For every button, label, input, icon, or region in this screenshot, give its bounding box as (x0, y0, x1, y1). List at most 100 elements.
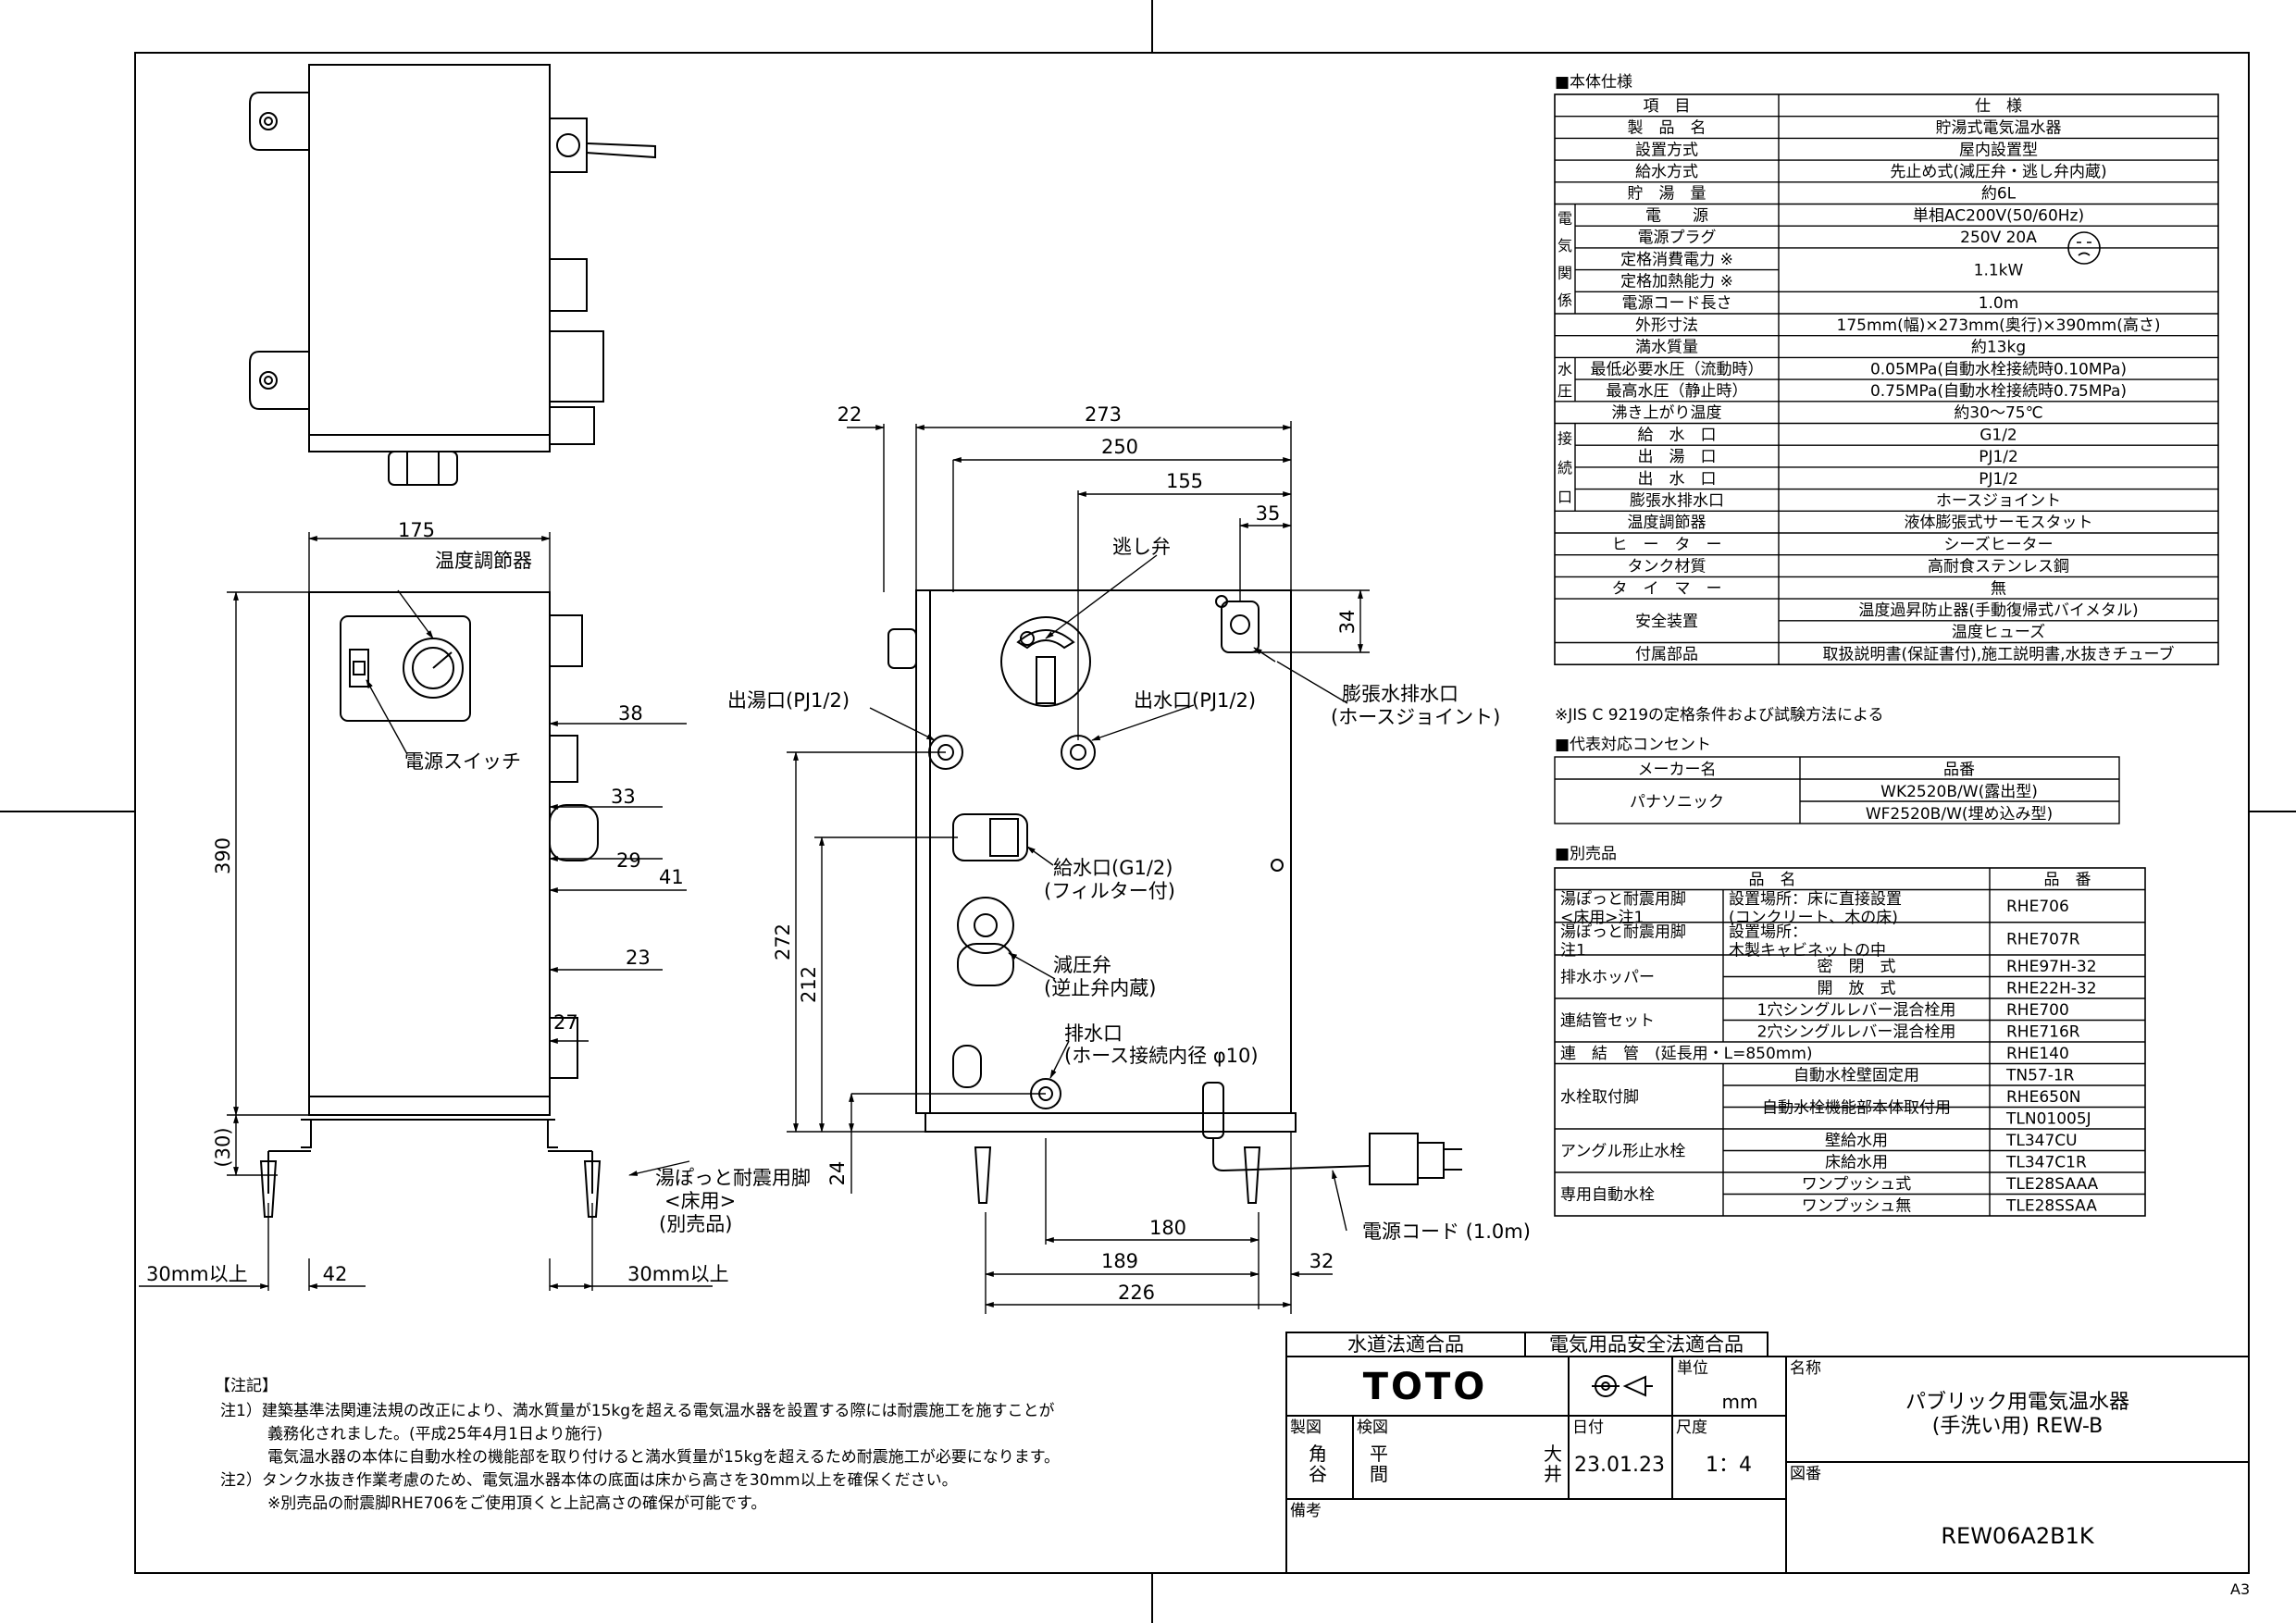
spec-row-item: 出 水 口 (1638, 470, 1717, 489)
options-row-detail: 木製キャビネットの中 (1729, 941, 1886, 960)
projection-symbol-icon (1592, 1375, 1653, 1397)
options-row-detail: ワンプッシュ式 (1802, 1175, 1912, 1194)
label-leg-1: 湯ぽっと耐震用脚 (655, 1167, 811, 1189)
outlet-table (1554, 756, 2120, 824)
scale-label: 尺度 (1676, 1419, 1707, 1437)
spec-row-value: PJ1/2 (1979, 470, 2018, 489)
label-hot-outlet: 出湯口(PJ1/2) (727, 689, 850, 712)
dim-height-390: 390 (212, 837, 234, 874)
options-row-code: RHE706 (2006, 898, 2069, 916)
check-value-1: 平 (1370, 1443, 1388, 1465)
spec-row-item: 貯 湯 量 (1628, 185, 1706, 204)
outlet-section-title: ■代表対応コンセント (1555, 736, 1711, 754)
spec-row-value: 先止め式(減圧弁・逃し弁内蔵) (1890, 163, 2106, 181)
front-view-texts: 175 390 (30) 30mm以上 42 30mm以上 38 33 29 4… (146, 519, 811, 1285)
spec-row-item: 定格加熱能力 ※ (1620, 272, 1733, 291)
spec-row-value: 約30～75℃ (1954, 404, 2042, 423)
scale-value: 1：4 (1706, 1454, 1752, 1477)
options-row-code: TLE28SAAA (2005, 1175, 2099, 1194)
unit-label: 単位 (1677, 1359, 1708, 1378)
outlet-header-maker: メーカー名 (1638, 761, 1717, 779)
spec-row-item: 沸き上がり温度 (1612, 404, 1722, 423)
spec-header-value: 仕 様 (1975, 97, 2022, 116)
options-row-code: TL347CU (2005, 1132, 2078, 1150)
side-view-dimensions (787, 421, 1370, 1314)
options-row-code: RHE140 (2006, 1045, 2069, 1063)
spec-row-value: 1.0m (1979, 294, 2019, 313)
spec-row-item: 設置方式 (1635, 141, 1698, 159)
check-value-2: 間 (1370, 1463, 1388, 1485)
brand-logo: TOTO (1363, 1366, 1488, 1408)
spec-row-value: 貯湯式電気温水器 (1936, 119, 2062, 138)
front-view (259, 591, 602, 1218)
options-row-detail: 自動水栓壁固定用 (1793, 1066, 1919, 1084)
note-line-5: ※別売品の耐震脚RHE706をご使用頂くと上記高さの確保が可能です。 (220, 1493, 766, 1513)
spec-row-value: 取扱説明書(保証書付),施工説明書,水抜きチューブ (1822, 644, 2174, 663)
dim-155: 155 (1166, 470, 1203, 492)
options-row-detail: 設置場所：床に直接設置 (1729, 890, 1902, 909)
dim-22: 22 (838, 403, 863, 426)
note-line-1: 注1）建築基準法関連法規の改正により、満水質量が15kgを超える電気温水器を設置… (220, 1402, 1055, 1420)
options-row-name: 専用自動水栓 (1560, 1186, 1655, 1205)
spec-row-value: 温度ヒューズ (1952, 624, 2045, 642)
spec-row-item: 電源コード長さ (1622, 294, 1732, 313)
title-block (1285, 1332, 2250, 1574)
spec-row-value: 単相AC200V(50/60Hz) (1913, 206, 2084, 225)
plug-symbol-icon (2067, 231, 2101, 265)
spec-row-value: 屋内設置型 (1959, 141, 2038, 159)
options-row-code: TLE28SSAA (2005, 1196, 2097, 1215)
made-value-1: 角 (1309, 1443, 1327, 1465)
unit-value: mm (1722, 1391, 1758, 1413)
label-power-cord: 電源コード (1.0m) (1362, 1220, 1531, 1243)
side-view-texts: 22 273 250 155 35 34 272 212 24 180 189 … (727, 403, 1531, 1304)
spec-row-item: 電 源 (1645, 206, 1708, 225)
dim-33: 33 (611, 786, 636, 808)
side-view (887, 589, 1462, 1204)
options-row-code: RHE707R (2006, 930, 2080, 948)
options-row-name: 湯ぽっと耐震用脚 (1560, 890, 1686, 909)
options-row-code: RHE97H-32 (2006, 958, 2097, 976)
spec-section-title: ■本体仕様 (1555, 73, 1632, 92)
spec-row-value: ホースジョイント (1936, 491, 2061, 510)
outlet-part-2: WF2520B/W(埋め込み型) (1866, 805, 2053, 824)
spec-row-item: 給水方式 (1635, 163, 1698, 181)
spec-row-value: 約13kg (1971, 339, 2026, 357)
spec-row-item: 電源プラグ (1638, 229, 1717, 247)
options-header-name: 品 名 (1749, 871, 1796, 889)
spec-group-label: 気 (1558, 237, 1572, 254)
dim-189: 189 (1101, 1250, 1138, 1272)
front-view-dimensions (139, 532, 713, 1291)
options-row-code: TLN01005J (2005, 1109, 2091, 1128)
options-row-detail: (コンクリート、木の床) (1729, 909, 1898, 927)
label-expansion-outlet: 膨張水排水口 (1342, 683, 1458, 705)
dim-right-clearance: 30mm以上 (627, 1263, 729, 1285)
dim-273: 273 (1085, 403, 1122, 426)
options-row-name: 水栓取付脚 (1560, 1088, 1639, 1107)
spec-row-item: 外形寸法 (1635, 316, 1698, 335)
drawing-number: REW06A2B1K (1941, 1523, 2095, 1549)
options-row-detail: 1穴シングルレバー混合栓用 (1757, 1001, 1956, 1020)
options-row-detail: 壁給水用 (1825, 1132, 1888, 1150)
options-row-name: 注1 (1560, 941, 1586, 960)
dim-212: 212 (798, 966, 820, 1003)
options-row-name: アングル形止水栓 (1560, 1143, 1685, 1161)
dim-24: 24 (826, 1161, 849, 1186)
spec-row-item: 付属部品 (1635, 645, 1698, 663)
spec-row-value: 無 (1991, 579, 2006, 598)
name-label: 名称 (1790, 1359, 1821, 1378)
spec-row-value: 1.1kW (1974, 262, 2024, 280)
top-view (249, 64, 656, 486)
spec-row-value: G1/2 (1980, 426, 2017, 444)
options-row-code: RHE700 (2006, 1001, 2069, 1020)
dim-226: 226 (1118, 1282, 1155, 1304)
cert-water: 水道法適合品 (1347, 1333, 1464, 1356)
spec-row-value: シーズヒーター (1943, 536, 2053, 554)
cert-electrical: 電気用品安全法適合品 (1549, 1333, 1744, 1356)
date-value: 23.01.23 (1574, 1454, 1665, 1477)
label-drain-note: (ホース接続内径 φ10) (1064, 1045, 1259, 1067)
spec-group-label: 係 (1558, 291, 1572, 309)
options-row-name: 連 結 管 (延長用・L=850mm) (1560, 1045, 1813, 1063)
drawing-number-label: 図番 (1790, 1465, 1821, 1483)
label-water-inlet-note: (フィルター付) (1044, 880, 1175, 902)
